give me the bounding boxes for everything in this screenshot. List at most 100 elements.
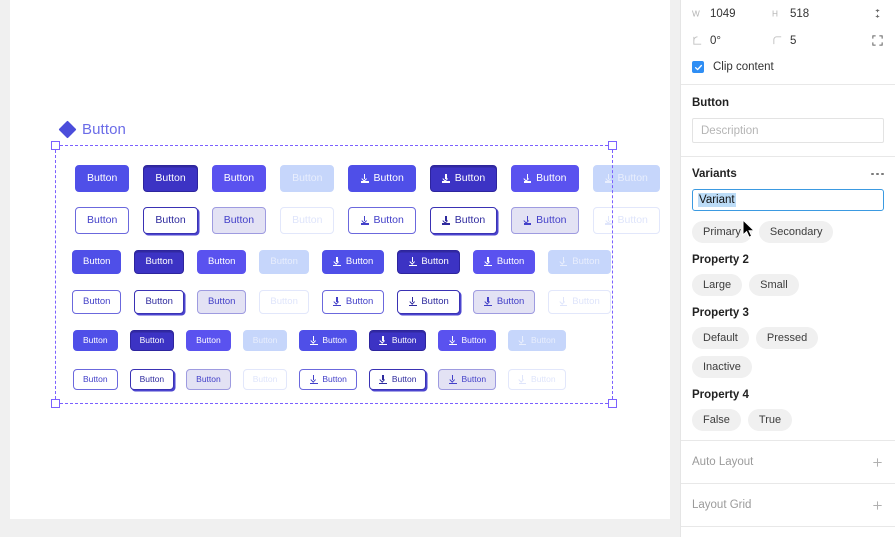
plus-icon[interactable] [871, 456, 884, 469]
button-secondary-md-hover-with-icon[interactable]: Button [472, 290, 536, 314]
button-primary-md-inactive[interactable]: Button [259, 250, 309, 274]
button-primary-lg-hover-with-icon[interactable]: Button [511, 165, 579, 192]
corner-radius-icon [773, 36, 782, 45]
button-secondary-sm-default-with-icon[interactable]: Button [299, 369, 357, 390]
variant-chip-small[interactable]: Small [749, 274, 799, 296]
button-primary-sm-default[interactable]: Button [73, 330, 118, 351]
variant-chip-primary[interactable]: Primary [692, 221, 752, 243]
transform-row: 0° 5 [681, 27, 895, 54]
download-icon [523, 173, 532, 183]
variant-chip-true[interactable]: True [747, 409, 793, 431]
button-primary-sm-hover-with-icon[interactable]: Button [438, 330, 497, 351]
height-field[interactable]: H 518 [772, 8, 852, 20]
button-row-secondary-sm: Button Button Button Button Button Button Butt… [73, 369, 566, 390]
button-primary-md-default[interactable]: Button [72, 250, 122, 274]
button-primary-md-pressed[interactable]: Button [134, 250, 184, 274]
download-icon [559, 297, 568, 307]
button-primary-lg-pressed[interactable]: Button [143, 165, 198, 192]
button-secondary-md-inactive[interactable]: Button [259, 290, 309, 314]
button-secondary-md-pressed[interactable]: Button [134, 290, 184, 314]
button-secondary-lg-pressed-with-icon[interactable]: Button [429, 207, 498, 234]
button-label: Button [139, 335, 165, 346]
variant-property-label: Property 2 [692, 254, 749, 266]
button-secondary-md-hover[interactable]: Button [196, 290, 247, 314]
corner-radius-field[interactable]: 5 [772, 35, 852, 47]
button-secondary-sm-inactive[interactable]: Button [242, 369, 288, 390]
button-label: Button [207, 296, 236, 307]
variant-chip-false[interactable]: False [692, 409, 741, 431]
size-row: W 1049 H 518 [681, 0, 895, 27]
button-primary-sm-hover[interactable]: Button [186, 330, 231, 351]
variant-chip-default[interactable]: Default [692, 327, 749, 349]
button-primary-lg-hover[interactable]: Button [211, 165, 267, 192]
button-label: Button [292, 214, 323, 226]
constrain-proportions-icon[interactable] [871, 7, 884, 20]
svg-text:W: W [692, 9, 700, 18]
clip-content-row[interactable]: Clip content [681, 54, 895, 80]
button-secondary-sm-pressed-with-icon[interactable]: Button [368, 369, 427, 390]
button-primary-md-hover[interactable]: Button [196, 250, 247, 274]
button-secondary-lg-default-with-icon[interactable]: Button [348, 207, 416, 234]
rotation-field[interactable]: 0° [692, 35, 772, 47]
button-label: Button [196, 335, 221, 346]
button-secondary-lg-inactive-with-icon[interactable]: Button [592, 207, 660, 234]
button-label: Button [322, 374, 347, 385]
more-options-icon[interactable] [871, 172, 884, 176]
button-primary-lg-default-with-icon[interactable]: Button [348, 165, 416, 192]
section-label: Auto Layout [692, 456, 754, 468]
button-primary-sm-pressed[interactable]: Button [129, 330, 175, 351]
button-primary-md-default-with-icon[interactable]: Button [321, 250, 385, 274]
button-secondary-lg-pressed[interactable]: Button [143, 207, 198, 234]
variants-header: Variants [681, 157, 895, 189]
button-row-secondary-lg: Button Button Button Button Button Button Butt… [75, 207, 660, 234]
button-secondary-lg-default[interactable]: Button [75, 207, 130, 234]
button-secondary-sm-pressed[interactable]: Button [129, 369, 175, 390]
variant-chip-pressed[interactable]: Pressed [755, 327, 819, 349]
download-icon [442, 173, 451, 183]
button-secondary-sm-hover-with-icon[interactable]: Button [438, 369, 497, 390]
button-primary-sm-default-with-icon[interactable]: Button [299, 330, 357, 351]
download-icon [408, 297, 417, 307]
button-primary-lg-inactive-with-icon[interactable]: Button [592, 165, 660, 192]
button-secondary-lg-hover[interactable]: Button [211, 207, 267, 234]
width-field[interactable]: W 1049 [692, 8, 772, 20]
button-secondary-lg-hover-with-icon[interactable]: Button [511, 207, 579, 234]
variant-name-input[interactable]: Variant [692, 189, 884, 211]
plus-icon[interactable] [871, 499, 884, 512]
button-secondary-md-default[interactable]: Button [72, 290, 122, 314]
button-primary-md-hover-with-icon[interactable]: Button [472, 250, 536, 274]
button-secondary-sm-default[interactable]: Button [73, 369, 118, 390]
download-icon [559, 257, 568, 267]
button-label: Button [196, 374, 221, 385]
button-primary-lg-pressed-with-icon[interactable]: Button [429, 165, 498, 192]
independent-corners-icon[interactable] [871, 34, 884, 47]
button-primary-sm-inactive-with-icon[interactable]: Button [508, 330, 566, 351]
variant-chip-inactive[interactable]: Inactive [692, 356, 752, 378]
button-secondary-md-inactive-with-icon[interactable]: Button [548, 290, 611, 314]
button-secondary-sm-inactive-with-icon[interactable]: Button [508, 369, 566, 390]
variant-chip-secondary[interactable]: Secondary [758, 221, 834, 243]
button-primary-md-pressed-with-icon[interactable]: Button [397, 250, 460, 274]
variants-title: Variants [692, 168, 737, 180]
component-set-title[interactable]: Button [58, 120, 126, 139]
button-primary-lg-default[interactable]: Button [75, 165, 130, 192]
button-primary-sm-pressed-with-icon[interactable]: Button [368, 330, 427, 351]
button-primary-sm-inactive[interactable]: Button [242, 330, 288, 351]
button-primary-lg-inactive[interactable]: Button [280, 165, 335, 192]
button-secondary-md-pressed-with-icon[interactable]: Button [397, 290, 460, 314]
button-secondary-md-default-with-icon[interactable]: Button [321, 290, 385, 314]
button-secondary-sm-hover[interactable]: Button [186, 369, 231, 390]
download-icon [448, 336, 457, 345]
button-label: Button [391, 335, 417, 346]
button-row-primary-lg: Button Button Button Button Button Button Butt… [75, 165, 660, 192]
button-label: Button [87, 214, 118, 226]
width-icon: W [692, 9, 700, 18]
description-input[interactable]: Description [692, 118, 884, 143]
button-label: Button [421, 296, 449, 307]
button-secondary-lg-inactive[interactable]: Button [280, 207, 335, 234]
clip-content-checkbox[interactable] [692, 61, 704, 73]
variant-chip-large[interactable]: Large [692, 274, 743, 296]
button-label: Button [322, 335, 347, 346]
button-primary-md-inactive-with-icon[interactable]: Button [548, 250, 611, 274]
